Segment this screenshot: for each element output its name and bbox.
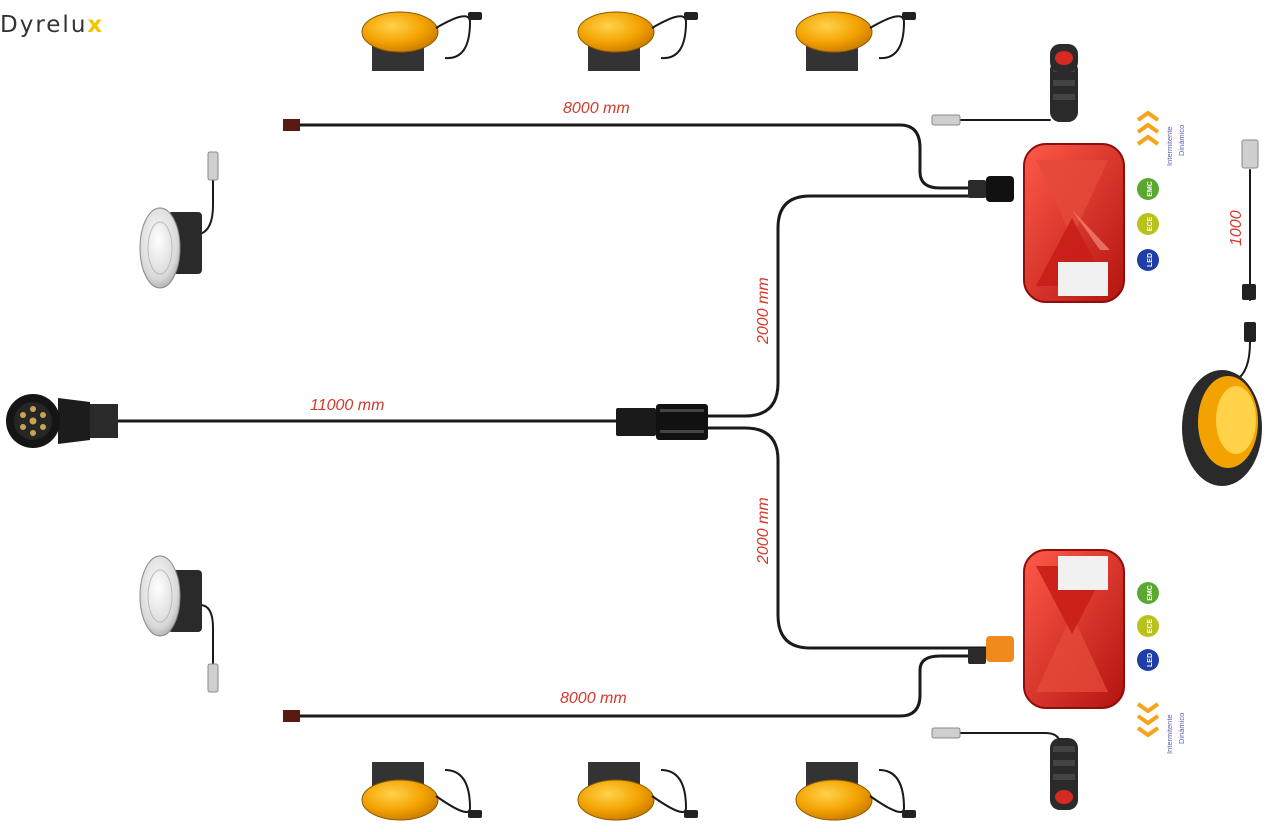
outline-marker-bottom xyxy=(1050,738,1078,810)
badge-led-top: LED xyxy=(1147,253,1154,267)
bottom-dynamic-label-line1: Intermitente xyxy=(1165,714,1174,754)
left-top-lamp-plug xyxy=(207,151,219,181)
top-lamp-connector xyxy=(968,176,1014,202)
top-lamp-badges: EMC ECE LED xyxy=(1137,178,1159,271)
badge-emc-top: EMC xyxy=(1147,181,1154,197)
side-marker-amber-bottom-3 xyxy=(795,762,916,821)
brand-logo: Dyrelux xyxy=(0,12,104,38)
side-marker-amber-bottom-1 xyxy=(361,762,482,821)
outline-marker-top xyxy=(1050,44,1078,122)
badge-led-bottom: LED xyxy=(1147,653,1154,667)
bottom-dynamic-arrows-icon xyxy=(1136,702,1160,738)
bottom-side-cable-length: 8000 mm xyxy=(560,690,627,707)
front-marker-white-bottom xyxy=(139,555,202,637)
top-branch-length: 2000 mm xyxy=(755,277,772,345)
brand-x-mark: x xyxy=(87,12,105,38)
left-bottom-lamp-plug xyxy=(207,663,219,693)
bottom-marker-plug xyxy=(931,727,961,739)
top-side-cable xyxy=(298,123,970,190)
top-marker-plug xyxy=(931,114,961,126)
top-dynamic-arrows-icon xyxy=(1136,110,1160,146)
rear-lamp-bottom xyxy=(1023,549,1125,709)
bottom-branch-length: 2000 mm xyxy=(755,497,772,565)
rotating-beacon xyxy=(1182,139,1262,486)
beacon-cable-length: 1000 xyxy=(1228,210,1245,246)
badge-emc-bottom: EMC xyxy=(1147,585,1154,601)
seven-pin-plug xyxy=(6,394,118,448)
side-marker-amber-top-1 xyxy=(361,11,482,71)
badge-ece-top: ECE xyxy=(1147,216,1154,231)
bottom-dynamic-label-line2: Dinámico xyxy=(1177,713,1186,744)
bottom-branch-cable xyxy=(706,426,992,650)
brand-name: Dyrelu xyxy=(0,12,88,38)
top-dynamic-label-line2: Dinámico xyxy=(1177,125,1186,156)
side-marker-amber-top-2 xyxy=(577,11,698,71)
badge-ece-bottom: ECE xyxy=(1147,618,1154,633)
side-marker-amber-top-3 xyxy=(795,11,916,71)
bottom-marker-cable xyxy=(959,732,1061,743)
junction-connector xyxy=(616,404,708,440)
bottom-lamp-connector xyxy=(968,636,1014,664)
side-marker-amber-bottom-2 xyxy=(577,762,698,821)
bottom-side-cable xyxy=(298,654,970,718)
front-marker-white-top xyxy=(139,207,202,289)
top-branch-cable xyxy=(706,194,992,418)
rear-lamp-top xyxy=(1023,143,1125,303)
top-dynamic-label-line1: Intermitente xyxy=(1165,126,1174,166)
main-cable-length: 11000 mm xyxy=(310,397,384,414)
top-side-cable-length: 8000 mm xyxy=(563,100,630,117)
bottom-lamp-badges: EMC ECE LED xyxy=(1137,582,1159,671)
bottom-side-cable-end xyxy=(283,710,300,722)
top-side-cable-end xyxy=(283,119,300,131)
